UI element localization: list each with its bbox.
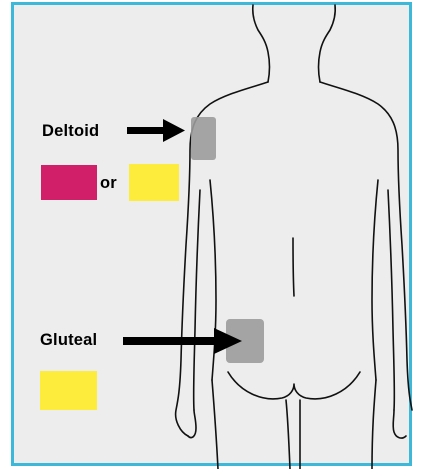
right-shoulder-arm-outline: [320, 82, 412, 410]
left-hand: [188, 410, 196, 438]
yellow-swatch-deltoid: [129, 164, 179, 201]
left-shoulder-arm-outline: [176, 82, 268, 436]
left-leg-inner: [286, 400, 290, 469]
spine-line: [293, 238, 294, 296]
buttocks-outline: [228, 372, 360, 399]
torso-right: [372, 180, 378, 380]
deltoid-site-marker: [191, 117, 216, 160]
magenta-swatch: [41, 165, 97, 200]
left-leg: [212, 380, 218, 469]
deltoid-arrow: [127, 119, 185, 142]
right-arm-inner: [388, 190, 394, 410]
deltoid-label: Deltoid: [42, 122, 99, 141]
gluteal-label: Gluteal: [40, 331, 97, 350]
yellow-swatch-gluteal: [40, 371, 97, 410]
head-outline-right: [319, 5, 336, 82]
head-outline: [253, 5, 270, 82]
right-hand: [393, 410, 406, 438]
left-arm-inner: [194, 190, 200, 410]
right-leg: [372, 380, 376, 469]
or-label: or: [100, 174, 117, 193]
